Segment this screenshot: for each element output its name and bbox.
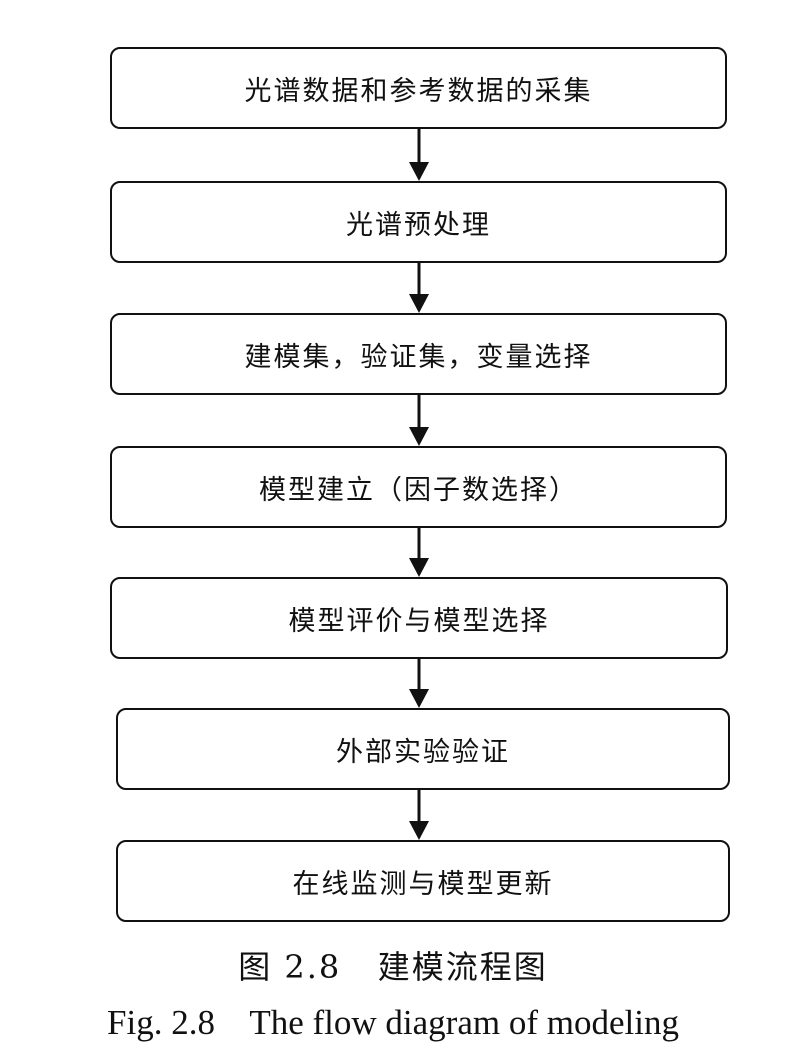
arrow-6-7 (409, 790, 429, 840)
arrow-2-3 (409, 263, 429, 313)
arrow-5-6 (409, 659, 429, 708)
step-box-7: 在线监测与模型更新 (116, 840, 730, 922)
step-box-2: 光谱预处理 (110, 181, 727, 263)
step-box-1: 光谱数据和参考数据的采集 (110, 47, 727, 129)
figure-caption-english: Fig. 2.8 The flow diagram of modeling (107, 1003, 679, 1042)
arrow-4-5 (409, 528, 429, 577)
step-box-6: 外部实验验证 (116, 708, 730, 790)
arrow-3-4 (409, 395, 429, 446)
figure-caption-chinese: 图 2.8 建模流程图 (238, 948, 548, 986)
arrow-1-2 (409, 129, 429, 181)
step-box-3: 建模集，验证集，变量选择 (110, 313, 727, 395)
step-box-5: 模型评价与模型选择 (110, 577, 728, 659)
step-box-4: 模型建立（因子数选择） (110, 446, 727, 528)
